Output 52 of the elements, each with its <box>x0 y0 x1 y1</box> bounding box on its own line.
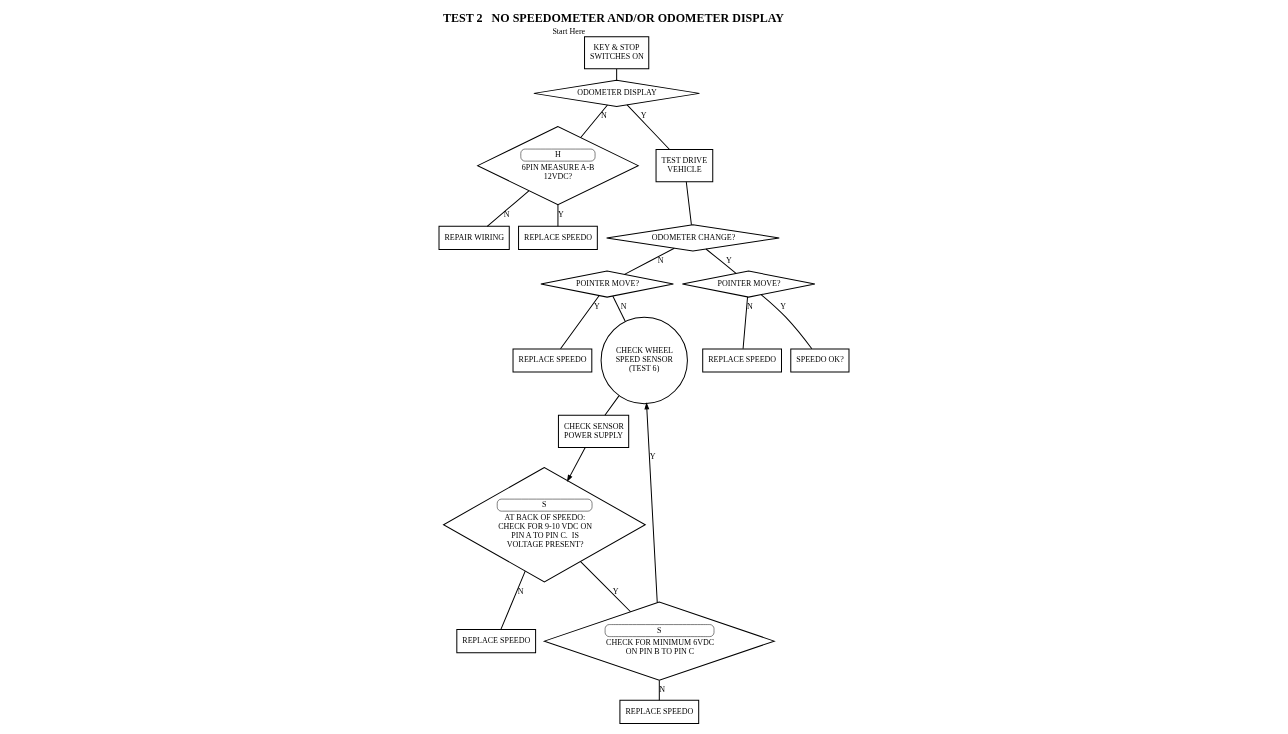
connector <box>742 296 749 350</box>
connector <box>685 181 692 226</box>
node-box: REPLACE SPEEDO <box>512 348 593 373</box>
node-diamond: POINTER MOVE? <box>540 270 674 298</box>
diagram-title: TEST 2 NO SPEEDOMETER AND/OR ODOMETER DISPLAY <box>443 10 784 25</box>
node-diamond: ODOMETER DISPLAY <box>533 79 700 107</box>
edge-label: Y <box>649 452 656 462</box>
edge-label: N <box>747 302 753 312</box>
node-box: REPLACE SPEEDO <box>702 348 782 373</box>
node-label: Start Here <box>552 27 586 37</box>
edge-label: Y <box>640 111 647 121</box>
connector <box>560 295 600 350</box>
edge-label: N <box>503 209 510 219</box>
connector <box>612 295 626 323</box>
node-diamond: S AT BACK OF SPEEDO: CHECK FOR 9-10 VDC ON PIN A TO PIN C. IS VOLTAGE PRESENT? <box>443 467 646 583</box>
node-box: REPLACE SPEEDO <box>456 629 537 654</box>
node-box: REPLACE SPEEDO <box>619 699 700 724</box>
arrow <box>567 447 586 482</box>
edge-label: Y <box>594 302 600 312</box>
connector <box>626 104 671 150</box>
edge-label: N <box>620 302 627 312</box>
connector <box>705 248 737 274</box>
node-box: KEY & STOP SWITCHES ON <box>584 36 650 70</box>
arrow <box>644 403 658 604</box>
connector <box>580 104 608 138</box>
connector <box>557 204 559 227</box>
connector <box>616 68 618 81</box>
node-box: CHECK SENSOR POWER SUPPLY <box>557 414 630 448</box>
node-diamond: H 6PIN MEASURE A-B 12VDC? <box>477 126 639 206</box>
connector <box>604 395 620 416</box>
node-diamond: ODOMETER CHANGE? <box>606 224 780 252</box>
node-box: SPEEDO OK? <box>790 348 850 373</box>
node-box: TEST DRIVE VEHICLE <box>655 149 714 183</box>
connector <box>580 561 632 613</box>
connector <box>486 190 530 227</box>
connector <box>624 247 675 275</box>
node-box: REPAIR WIRING <box>438 225 510 250</box>
node-diamond: S CHECK FOR MINIMUM 6VDC ON PIN B TO PIN C <box>543 601 775 681</box>
connector <box>658 679 660 701</box>
connector <box>500 570 526 630</box>
edge-label: Y <box>726 255 732 265</box>
edge-label: N <box>601 111 607 121</box>
edge-label: Y <box>780 302 787 312</box>
node-circle: CHECK WHEEL SPEED SENSOR (TEST 6) <box>600 316 688 405</box>
node-diamond: POINTER MOVE? <box>681 270 816 298</box>
edge-label: N <box>517 586 524 596</box>
node-box: REPLACE SPEEDO <box>518 225 598 250</box>
edge-label: N <box>659 685 666 695</box>
edge-label: Y <box>557 209 564 219</box>
edge-label: Y <box>612 586 619 596</box>
connector <box>760 294 813 350</box>
edge-label: N <box>657 255 664 265</box>
